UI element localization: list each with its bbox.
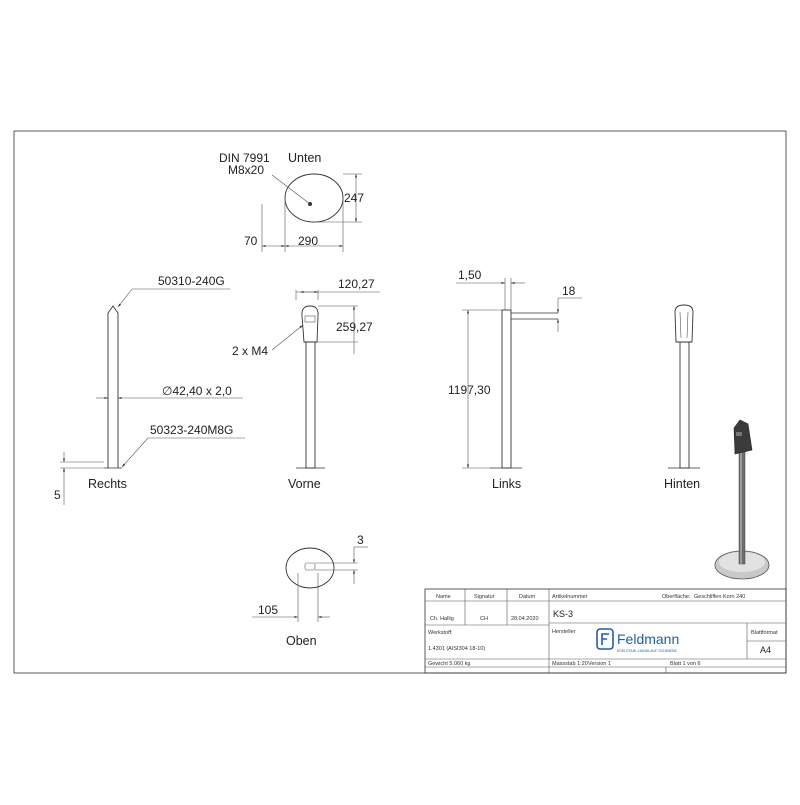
label-din: DIN 7991 — [219, 151, 270, 165]
label-m4: 2 x M4 — [232, 344, 268, 358]
tb-name: Ch. Hallig — [430, 616, 454, 622]
dim-105: 105 — [258, 603, 278, 617]
base-plate-top — [285, 547, 335, 589]
title-block: Name Signatur Datum Artikelnummer Oberfl… — [424, 588, 787, 674]
tb-datum: 28.04.2020 — [511, 616, 539, 622]
tb-header-signatur: Signatur — [474, 594, 495, 600]
tb-version: Version 1 — [588, 661, 611, 667]
render-belt-slot — [736, 432, 742, 436]
render-belt-head — [733, 419, 753, 455]
leader-part1 — [117, 288, 133, 308]
tb-artikel: KS-3 — [553, 609, 573, 619]
post-top — [304, 562, 316, 571]
leader-m4 — [271, 324, 304, 351]
head-detail — [686, 311, 689, 339]
tb-werkstoff-label: Werkstoff: — [428, 630, 453, 636]
tb-header-oberflaeche: Oberfläche: — [662, 594, 691, 600]
view-hinten: Hinten — [664, 304, 700, 491]
tb-blattformat: A4 — [760, 645, 771, 655]
render-post-highlight — [740, 448, 742, 564]
belt-head — [674, 304, 694, 343]
tb-gewicht: Gewicht 5.060 kg — [428, 661, 471, 667]
tb-brand: Feldmann — [617, 631, 679, 647]
dim-5: 5 — [54, 488, 61, 502]
tb-header-name: Name — [436, 594, 451, 600]
leader-part2 — [121, 437, 149, 468]
dim-120: 120,27 — [338, 277, 375, 291]
tb-hersteller-label: Hersteller — [552, 629, 576, 635]
head-detail — [679, 311, 682, 339]
tb-signatur: CH — [480, 616, 488, 622]
belt-head — [301, 305, 319, 343]
screw-leader — [271, 174, 311, 205]
view-label-vorne: Vorne — [288, 477, 321, 491]
view-label-unten: Unten — [288, 151, 321, 165]
dim-247: 247 — [344, 191, 364, 205]
post-pipe — [679, 341, 690, 469]
dim-290: 290 — [298, 234, 318, 248]
dim-18: 18 — [562, 284, 576, 298]
view-links: 1,50 18 1197,30 Links — [448, 268, 582, 491]
view-vorne: 120,27 259,27 2 x M4 Vorne — [232, 277, 380, 491]
tb-blatt: Blatt 1 von 6 — [670, 661, 701, 667]
tb-werkstoff: 1.4301 (AISI304 18-10) — [428, 646, 485, 652]
view-label-links: Links — [492, 477, 521, 491]
dim-150: 1,50 — [458, 268, 482, 282]
tb-tagline: EDELSTAHL-HANDLAUF-SCHMIEDE — [617, 649, 677, 653]
tb-oberflaeche-value: Geschliffen Korn 240 — [694, 594, 745, 600]
feldmann-logo-icon — [596, 628, 614, 650]
drawing-frame — [13, 130, 787, 674]
view-oben: 3 105 Oben — [252, 533, 368, 648]
dim-pipe: ∅42,40 x 2,0 — [162, 384, 232, 398]
label-part1: 50310-240G — [158, 274, 225, 288]
post-pipe — [501, 309, 512, 469]
post-pipe — [107, 305, 119, 468]
belt-slot — [304, 315, 316, 323]
post-pipe — [305, 341, 316, 469]
render-3d — [714, 419, 770, 580]
tb-blattformat-label: Blattformat — [751, 630, 778, 636]
tb-header-artikel: Artikelnummer — [552, 594, 588, 600]
label-screw: M8x20 — [228, 163, 264, 177]
view-label-hinten: Hinten — [664, 477, 700, 491]
view-rechts: 50310-240G ∅42,40 x 2,0 50323-240M8G 5 R… — [54, 274, 245, 505]
dim-70: 70 — [244, 234, 258, 248]
view-label-rechts: Rechts — [88, 477, 127, 491]
dim-1197: 1197,30 — [448, 383, 491, 397]
view-unten: DIN 7991 M8x20 Unten 247 70 290 — [219, 151, 364, 252]
tb-header-datum: Datum — [519, 594, 536, 600]
label-part2: 50323-240M8G — [150, 423, 233, 437]
dim-259: 259,27 — [336, 320, 373, 334]
dim-3: 3 — [357, 533, 364, 547]
tb-massstab: Massstab 1:20 — [552, 661, 588, 667]
title-block-frame — [424, 588, 787, 674]
base-plate-bottom — [284, 173, 344, 223]
view-label-oben: Oben — [286, 634, 317, 648]
